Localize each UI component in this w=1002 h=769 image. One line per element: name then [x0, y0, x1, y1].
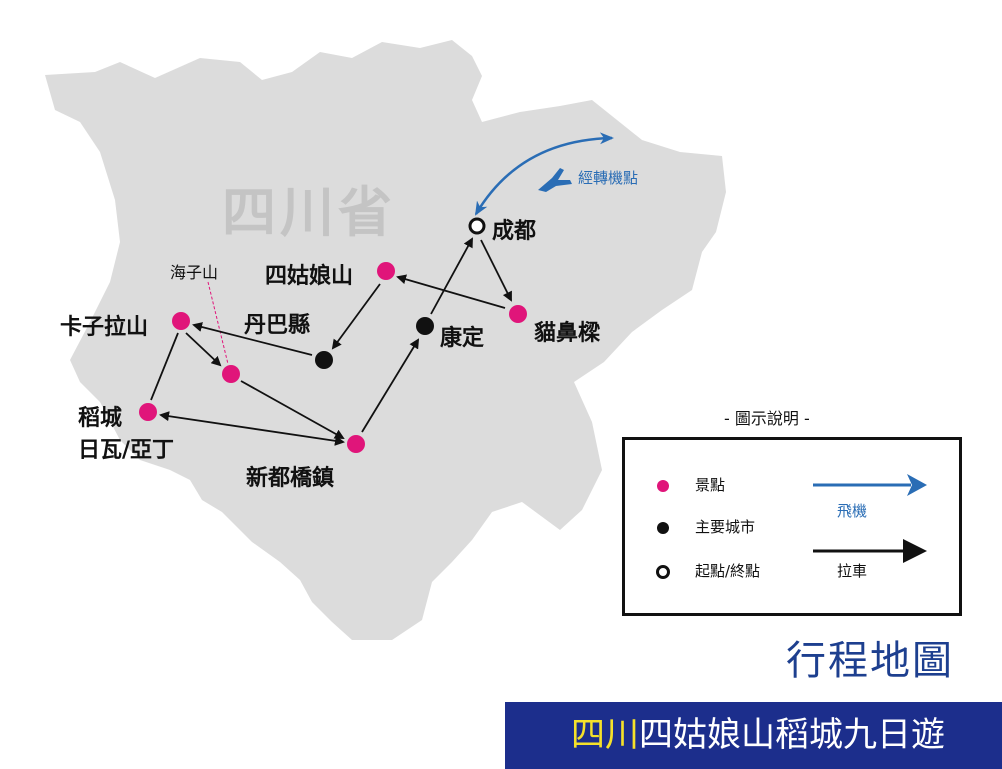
- label-riwa-yading: 日瓦/亞丁: [78, 438, 175, 463]
- danba-city-marker: [315, 351, 333, 369]
- chengdu-start-end-marker: [468, 217, 486, 235]
- transfer-label: 經轉機點: [578, 169, 639, 187]
- kazilashan-scenic-marker: [172, 312, 190, 330]
- banner-title: 四姑娘山稻城九日遊: [639, 715, 945, 755]
- route-xinduqiao-kangding: [361, 338, 420, 433]
- maobiliang-scenic-marker: [509, 305, 527, 323]
- label-daocheng: 稻城: [78, 406, 123, 431]
- start-end-circle-icon: [656, 565, 670, 579]
- haizishan-leader-line: [207, 281, 229, 365]
- label-danba: 丹巴縣: [244, 313, 311, 338]
- scenic-dot-icon: [657, 480, 669, 492]
- kangding-city-marker: [416, 317, 434, 335]
- flight-route-arc: [474, 132, 614, 216]
- legend-box: 景點 主要城市 起點/終點 飛機 拉車: [622, 437, 962, 616]
- province-label: 四川省: [222, 181, 396, 244]
- route-kangding-chengdu: [430, 237, 473, 315]
- legend-title: - 圖示說明 -: [724, 409, 810, 428]
- drive-arrow-icon: [813, 539, 927, 563]
- flight-arrow-icon: [813, 474, 927, 496]
- airplane-icon: [538, 168, 572, 192]
- legend-drive: 拉車: [837, 562, 868, 580]
- label-siguniangshan: 四姑娘山: [265, 264, 354, 289]
- route-kazilashan-daocheng: [150, 332, 179, 401]
- route-kazilashan-haizishan: [185, 332, 222, 367]
- label-xinduqiao: 新都橋鎮: [246, 466, 335, 491]
- label-kazilashan: 卡子拉山: [60, 315, 149, 340]
- route-danba-kazilashan: [192, 322, 313, 356]
- legend-flight: 飛機: [837, 502, 868, 520]
- tour-title-banner: 四川四姑娘山稻城九日遊: [505, 702, 1002, 769]
- map-title: 行程地圖: [786, 638, 954, 684]
- label-haizishan: 海子山: [170, 263, 219, 282]
- route-siguniangshan-danba: [331, 283, 381, 350]
- banner-highlight: 四川: [571, 715, 639, 755]
- daocheng-scenic-marker: [139, 403, 157, 421]
- legend-city: 主要城市: [695, 518, 756, 536]
- route-maobiliang-siguniangshan: [396, 274, 506, 309]
- haizishan-scenic-marker: [222, 365, 240, 383]
- city-dot-icon: [657, 522, 669, 534]
- label-chengdu: 成都: [492, 219, 537, 244]
- legend-start-end: 起點/終點: [695, 562, 761, 580]
- xinduqiao-scenic-marker: [347, 435, 365, 453]
- siguniangshan-scenic-marker: [377, 262, 395, 280]
- route-chengdu-maobiliang: [480, 239, 512, 302]
- label-maobiliang: 貓鼻樑: [534, 321, 601, 346]
- legend-scenic: 景點: [695, 476, 726, 494]
- route-daocheng-xinduqiao: [159, 411, 345, 446]
- label-kangding: 康定: [440, 326, 485, 351]
